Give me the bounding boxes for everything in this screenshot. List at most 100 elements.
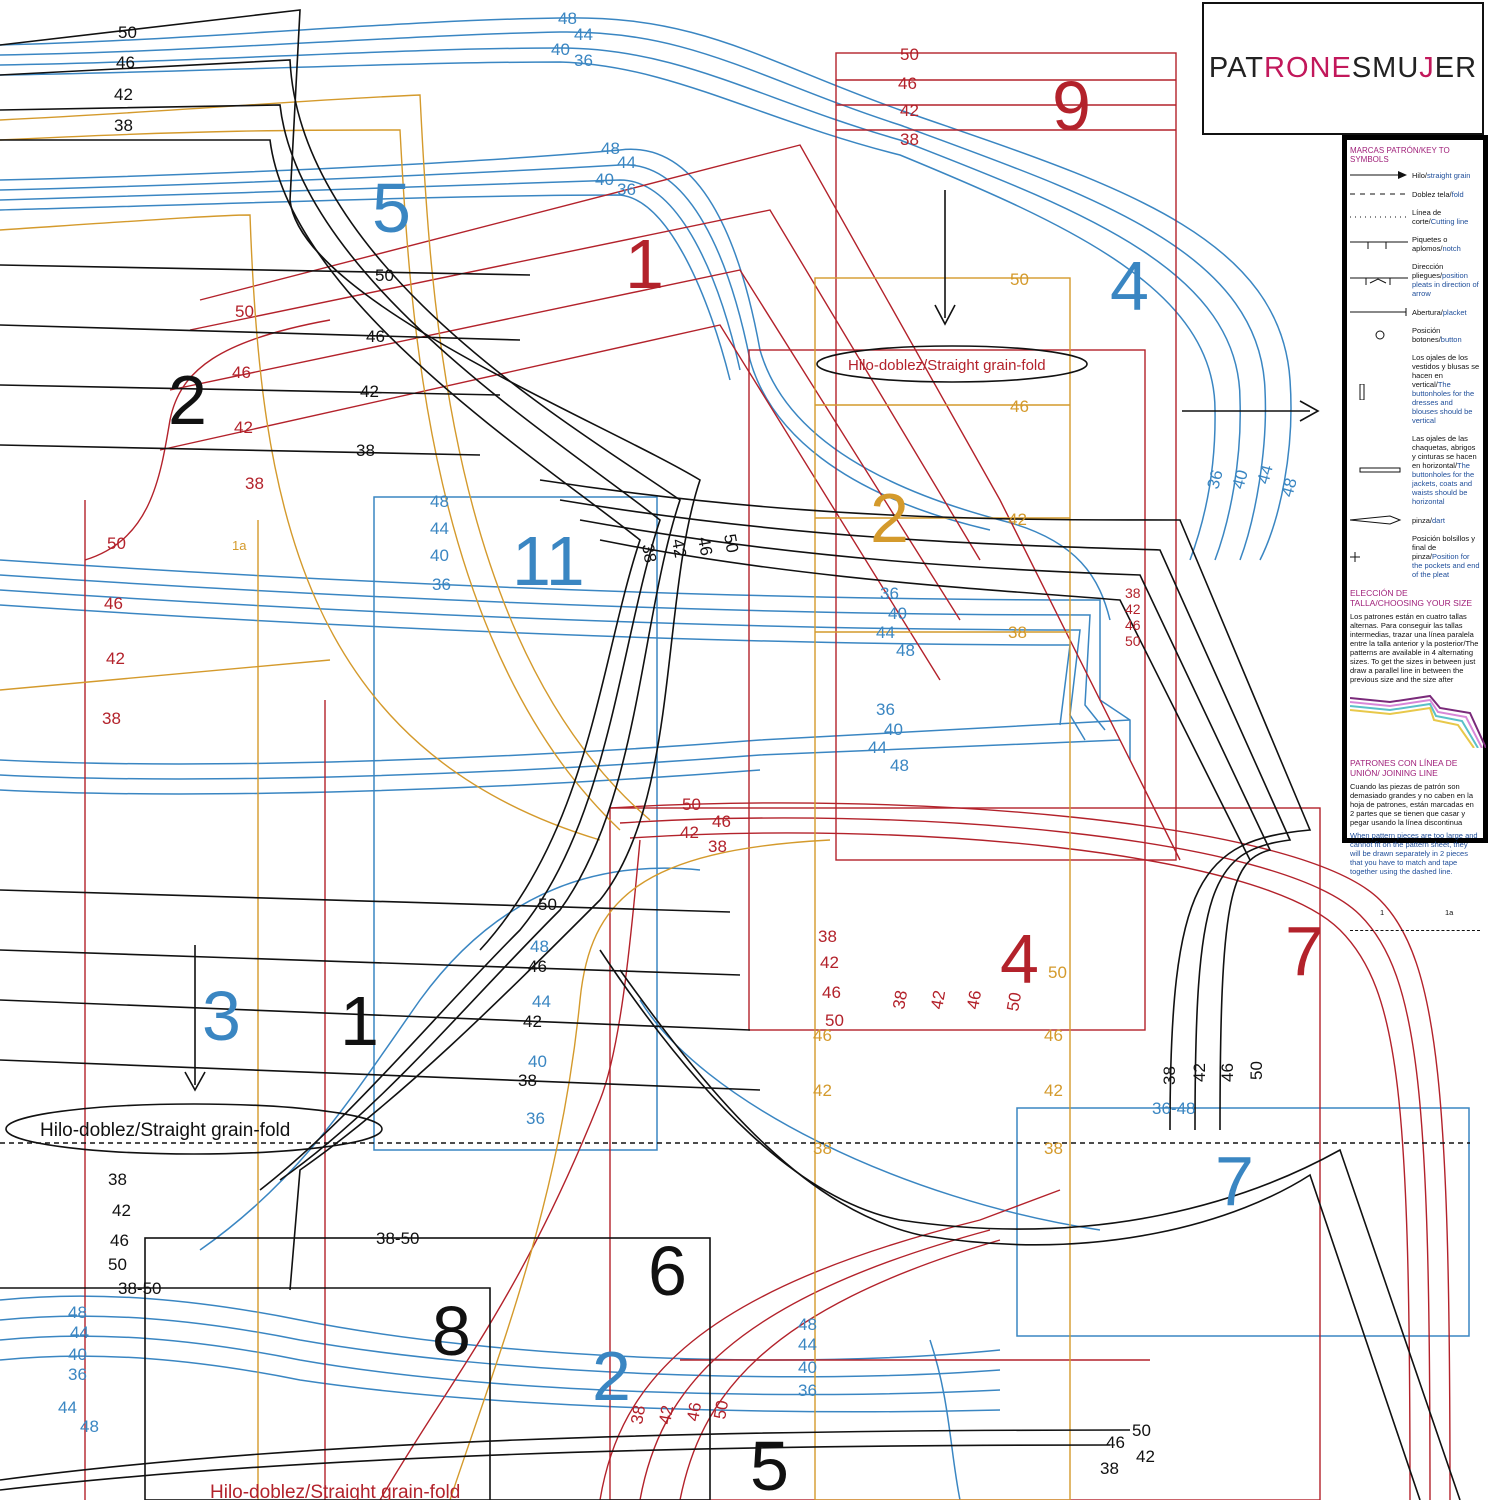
- size-label: 46: [116, 53, 135, 72]
- button-circle-icon: [1350, 330, 1408, 340]
- joining-label: 1a: [1445, 908, 1454, 917]
- size-label: 50: [720, 532, 742, 554]
- legend-text-es: Los ojales de los vestidos y blusas se h…: [1412, 353, 1480, 389]
- size-label: 38: [102, 709, 121, 728]
- legend-item-text: Posición botones/button: [1412, 326, 1480, 344]
- arrow-icon: [1350, 170, 1408, 180]
- size-label: 42: [927, 989, 949, 1011]
- size-label: 38: [1125, 585, 1141, 601]
- size-label: 44: [798, 1335, 817, 1354]
- legend-text-en: button: [1440, 335, 1462, 344]
- grain-labels: Hilo-doblez/Straight grain-fold Hilo-dob…: [40, 357, 1046, 1500]
- size-label: 46: [1106, 1433, 1125, 1452]
- piece-number-8: 8: [432, 1292, 471, 1370]
- size-label: 36: [798, 1381, 817, 1400]
- size-label: 48: [80, 1417, 99, 1436]
- size-label: 48: [558, 9, 577, 28]
- piece-numbers: 9 5 1 4 2 2 11 3 1 4 7 7 6 8 2 5 1a: [168, 67, 1324, 1500]
- legend-text-en: straight grain: [1427, 170, 1471, 180]
- legend-item-text: pinza/dart: [1412, 516, 1445, 525]
- legend-item: Las ojales de las chaquetas, abrigos y c…: [1350, 434, 1480, 506]
- size-label: 50: [108, 1255, 127, 1274]
- size-label: 40: [551, 40, 570, 59]
- size-label: 42: [1008, 510, 1027, 529]
- size-section-text: Los patrones están en cuatro tallas alte…: [1350, 612, 1479, 684]
- size-label: 46: [1044, 1026, 1063, 1045]
- size-label: 46: [528, 957, 547, 976]
- legend-text-en: notch: [1442, 244, 1461, 253]
- size-label: 50: [710, 1399, 732, 1421]
- size-label: 36: [880, 584, 899, 603]
- size-label: 40: [595, 170, 614, 189]
- legend-title: MARCAS PATRÓN/KEY TO SYMBOLS: [1350, 146, 1450, 164]
- logo-text: J: [1419, 52, 1435, 84]
- legend-text-es: Línea de corte/: [1412, 208, 1442, 226]
- size-label: 46: [232, 363, 251, 382]
- size-label: 48: [68, 1303, 87, 1322]
- size-label: 48: [1278, 476, 1301, 499]
- size-label: 42: [680, 823, 699, 842]
- horizontal-buttonhole-icon: [1350, 465, 1408, 475]
- legend-text-en: position pleats in direction of arrow: [1412, 271, 1479, 298]
- size-label: 42: [655, 1404, 677, 1426]
- size-label: 42: [360, 382, 379, 401]
- size-label: 38: [356, 441, 375, 460]
- size-label: 44: [876, 623, 895, 642]
- size-lines-illustration: [1349, 694, 1487, 749]
- legend-item-text: Doblez tela/fold: [1412, 190, 1464, 199]
- legend-text-es: Posición botones/: [1412, 326, 1441, 344]
- size-label: 48: [896, 641, 915, 660]
- size-label: 42: [112, 1201, 131, 1220]
- size-label: 40: [1229, 468, 1252, 491]
- size-label: 50: [1132, 1421, 1151, 1440]
- logo-text: ER: [1434, 52, 1478, 84]
- legend-text-en: Cutting line: [1430, 217, 1469, 226]
- grain-fold-label: Hilo-doblez/Straight grain-fold: [848, 357, 1046, 374]
- size-label: 46: [104, 594, 123, 613]
- legend-text-es: Las ojales de las chaquetas, abrigos y c…: [1412, 434, 1477, 470]
- size-label: 38: [818, 927, 837, 946]
- size-range-label: 38-50: [376, 1229, 419, 1248]
- dart-icon: [1349, 515, 1408, 525]
- symbol-key-panel: MARCAS PATRÓN/KEY TO SYMBOLS Hilo/straig…: [1342, 135, 1488, 931]
- legend-item: Dirección pliegues/position pleats in di…: [1350, 262, 1480, 298]
- size-label: 50: [235, 302, 254, 321]
- size-label: 42: [900, 101, 919, 120]
- legend-text-en: Position for the pockets and end of the …: [1412, 552, 1480, 579]
- legend-item: Abertura/placket: [1350, 307, 1480, 317]
- legend-item: Línea de corte/Cutting line: [1350, 208, 1480, 226]
- size-section-title: ELECCIÓN DE TALLA/CHOOSING YOUR SIZE: [1350, 588, 1473, 608]
- legend-text-en: dart: [1432, 515, 1445, 525]
- blue-pattern-lines: [0, 17, 1470, 1500]
- size-label: 38: [518, 1071, 537, 1090]
- size-label: 42: [234, 418, 253, 437]
- legend-text-es: Doblez tela/: [1412, 189, 1452, 199]
- legend-text-es: Posición bolsillos y final de pinza/: [1412, 534, 1475, 561]
- red-pattern-lines: [84, 52, 1451, 1500]
- size-label: 50: [1010, 270, 1029, 289]
- size-label: 48: [530, 937, 549, 956]
- size-label: 46: [712, 812, 731, 831]
- size-label: 46: [683, 1401, 705, 1423]
- legend-item: Los ojales de los vestidos y blusas se h…: [1350, 353, 1480, 425]
- size-label: 38: [638, 542, 660, 564]
- size-label: 44: [868, 738, 887, 757]
- placket-icon: [1350, 307, 1408, 317]
- size-label: 40: [68, 1345, 87, 1364]
- piece-number-2: 2: [168, 361, 207, 439]
- piece-number-7: 7: [1285, 912, 1324, 990]
- piece-number-3: 3: [202, 977, 241, 1055]
- piece-number-4: 4: [1110, 247, 1149, 325]
- size-label: 44: [574, 25, 593, 44]
- size-label: 38: [114, 116, 133, 135]
- size-label: 46: [1218, 1063, 1237, 1082]
- joining-text-en: When pattern pieces are too large and ca…: [1350, 831, 1478, 876]
- legend-item: Posición botones/button: [1350, 326, 1480, 344]
- size-label: 50: [538, 895, 557, 914]
- dashed-line-icon: [1350, 189, 1408, 199]
- size-label: 44: [532, 992, 551, 1011]
- size-label: 40: [430, 546, 449, 565]
- size-label: 36: [1204, 468, 1227, 491]
- size-label: 38: [900, 130, 919, 149]
